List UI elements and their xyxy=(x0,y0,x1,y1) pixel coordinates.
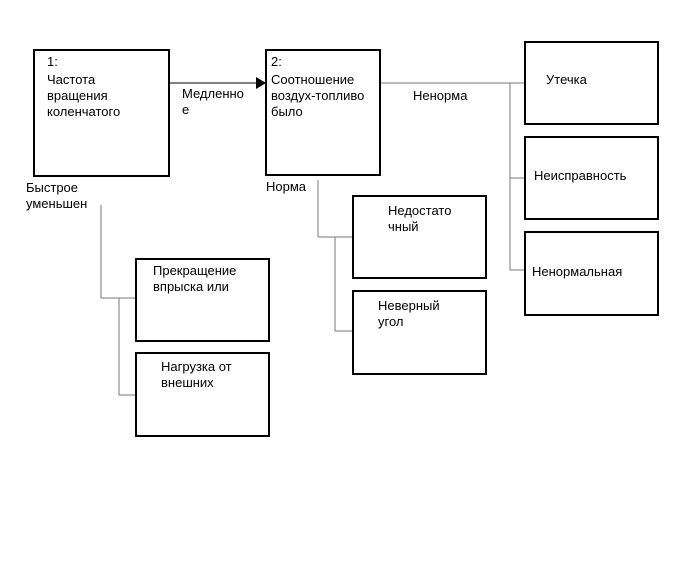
insufficient-label: Недостато чный xyxy=(388,203,452,234)
edge-abnormal-label: Ненорма xyxy=(413,88,468,103)
edge-slow-arrowhead xyxy=(256,77,266,89)
fault-label: Неисправность xyxy=(534,168,627,183)
node-2-label: Соотношение воздух-топливо было xyxy=(271,72,365,119)
edge-fast-decrease-label: Быстрое уменьшен xyxy=(26,180,88,211)
leak-label: Утечка xyxy=(546,72,587,87)
injection-stop-box: Прекращение впрыска или xyxy=(135,258,270,342)
node-1-number: 1: xyxy=(47,54,58,69)
edge-normal-label: Норма xyxy=(266,179,307,194)
node-2-number: 2: xyxy=(271,54,282,69)
node-2-box: 2: Соотношение воздух-топливо было xyxy=(265,49,381,176)
injection-stop-label: Прекращение впрыска или xyxy=(153,263,237,294)
fault-box: Неисправность xyxy=(524,136,659,220)
abnormal-box: Ненормальная xyxy=(524,231,659,316)
abnormal-label: Ненормальная xyxy=(532,264,623,279)
leak-box: Утечка xyxy=(524,41,659,125)
insufficient-box: Недостато чный xyxy=(352,195,487,279)
wrong-angle-box: Неверный угол xyxy=(352,290,487,375)
wrong-angle-label: Неверный угол xyxy=(378,298,440,329)
edge-slow-label: Медленно е xyxy=(182,86,244,117)
node-1-label: Частота вращения коленчатого xyxy=(47,72,121,119)
external-load-box: Нагрузка от внешних xyxy=(135,352,270,437)
external-load-label: Нагрузка от внешних xyxy=(161,359,232,390)
node-1-box: 1: Частота вращения коленчатого xyxy=(33,49,170,177)
